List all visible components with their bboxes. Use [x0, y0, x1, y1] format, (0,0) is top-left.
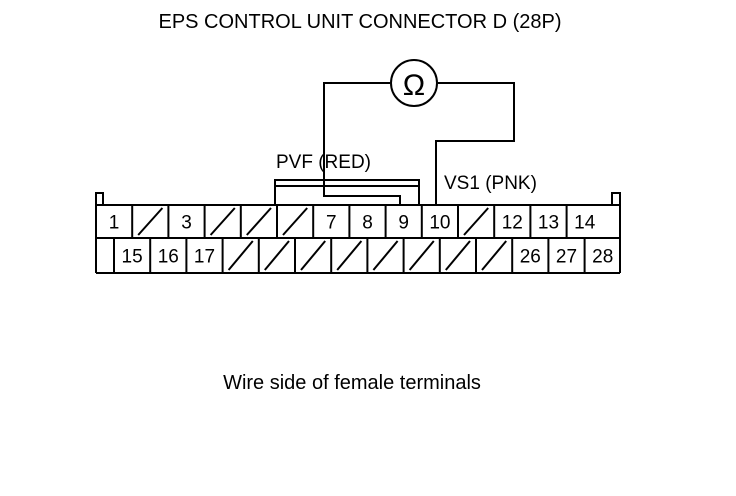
terminal-3-label: 3 [181, 213, 192, 234]
empty-cavity-slash [246, 207, 272, 236]
terminal-12-label: 12 [502, 213, 523, 234]
empty-cavity-slash [137, 207, 164, 236]
terminal-26-label: 26 [520, 247, 541, 268]
empty-cavity-slash [372, 240, 399, 271]
empty-cavity-slash [408, 240, 435, 271]
terminal-7-label: 7 [326, 213, 337, 234]
empty-cavity-slash [300, 240, 326, 271]
pvf-wire-label: PVF (RED) [276, 152, 371, 173]
terminal-10-label: 10 [429, 213, 450, 234]
vs1-wire-label: VS1 (PNK) [444, 173, 537, 194]
ohm-symbol: Ω [403, 69, 425, 102]
empty-cavity-slash [264, 240, 290, 271]
terminal-8-label: 8 [362, 213, 373, 234]
empty-cavity-slash [481, 240, 507, 271]
diagram-caption: Wire side of female terminals [223, 372, 481, 394]
terminal-28-label: 28 [592, 247, 613, 268]
empty-cavity-slash [209, 207, 236, 236]
empty-cavity-slash [445, 240, 471, 271]
ohmmeter-icon: Ω [390, 59, 438, 107]
empty-cavity-slash [282, 207, 308, 236]
terminal-13-label: 13 [538, 213, 559, 234]
terminal-15-label: 15 [122, 247, 143, 268]
meter-probe-wire-right [435, 82, 515, 205]
meter-probe-wire-left [323, 82, 401, 205]
connector-lock-tab [274, 179, 420, 205]
terminal-14-label: 14 [574, 213, 596, 234]
empty-cavity-slash [227, 240, 254, 271]
connector-row-bottom: 15 16 17 26 27 28 [113, 238, 613, 273]
terminal-16-label: 16 [158, 247, 179, 268]
terminal-27-label: 27 [556, 247, 577, 268]
terminal-9-label: 9 [398, 213, 409, 234]
connector-housing [95, 192, 621, 274]
empty-cavity-slash [336, 240, 363, 271]
terminal-1-label: 1 [109, 213, 120, 234]
empty-cavity-slash [463, 207, 489, 236]
terminal-17-label: 17 [194, 247, 215, 268]
diagram-title: EPS CONTROL UNIT CONNECTOR D (28P) [158, 11, 561, 33]
